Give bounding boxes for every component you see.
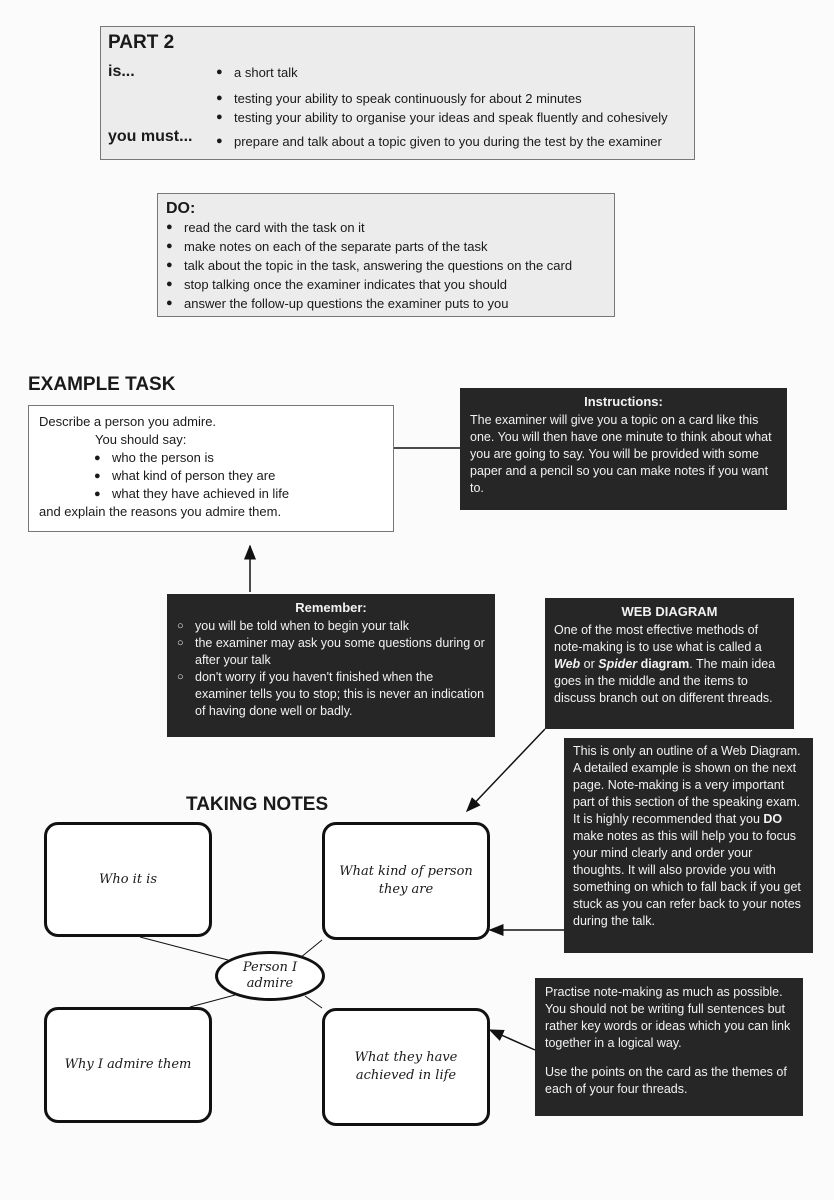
list-item: read the card with the task on it (166, 218, 606, 237)
text-span: One of the most effective methods of not… (554, 623, 762, 654)
do-title: DO: (166, 200, 196, 217)
list-item: talk about the topic in the task, answer… (166, 256, 606, 275)
outline-box: This is only an outline of a Web Diagram… (564, 738, 813, 953)
task-list: who the person is what kind of person th… (39, 449, 383, 503)
list-item: prepare and talk about a topic given to … (216, 133, 686, 150)
part2-title: PART 2 (108, 32, 175, 53)
text-span: . The main idea goes in the middle and t… (554, 657, 776, 705)
do-list: read the card with the task on it make n… (166, 218, 606, 313)
outline-text: This is only an outline of a Web Diagram… (573, 743, 804, 930)
node-why-admire: Why I admire them (44, 1007, 212, 1123)
example-task-title: EXAMPLE TASK (28, 374, 176, 395)
list-item: testing your ability to speak continuous… (216, 90, 686, 107)
remember-list: you will be told when to begin your talk… (177, 618, 485, 720)
list-item: what kind of person they are (94, 467, 383, 485)
list-item: make notes on each of the separate parts… (166, 237, 606, 256)
list-item: a short talk (216, 64, 686, 81)
taking-notes-title: TAKING NOTES (186, 794, 329, 815)
list-item: who the person is (94, 449, 383, 467)
remember-box: Remember: you will be told when to begin… (167, 594, 495, 737)
text-span: Web (554, 657, 581, 671)
practise-box: Practise note-making as much as possible… (535, 978, 803, 1116)
center-node-person: Person I admire (215, 951, 325, 1001)
list-item: don't worry if you haven't finished when… (177, 669, 485, 720)
node-who-it-is: Who it is (44, 822, 212, 937)
part2-box: PART 2 is... a short talk testing your a… (100, 26, 695, 160)
arrow-practise-to-node (488, 1029, 536, 1051)
list-item: answer the follow-up questions the exami… (166, 294, 606, 313)
node-what-kind: What kind of person they are (322, 822, 490, 940)
list-item: what they have achieved in life (94, 485, 383, 503)
thread-tl (139, 936, 229, 961)
do-box: DO: read the card with the task on it ma… (157, 193, 615, 317)
web-diagram-text: One of the most effective methods of not… (554, 622, 785, 707)
thread-br (304, 995, 323, 1009)
text-span: Spider (598, 657, 638, 671)
list-item: the examiner may ask you some questions … (177, 635, 485, 669)
instructions-text: The examiner will give you a topic on a … (470, 413, 772, 495)
web-diagram-box: WEB DIAGRAM One of the most effective me… (545, 598, 794, 729)
part2-is-label: is... (108, 63, 135, 80)
thread-bl (189, 994, 236, 1008)
instructions-box: Instructions: The examiner will give you… (460, 388, 787, 510)
node-achieved: What they have achieved in life (322, 1008, 490, 1126)
practise-p2: Use the points on the card as the themes… (545, 1065, 787, 1096)
task-should-say: You should say: (95, 432, 187, 447)
thread-tr (299, 939, 323, 959)
text-span: This is only an outline of a Web Diagram… (573, 744, 801, 826)
task-closing: and explain the reasons you admire them. (39, 504, 282, 519)
text-span: make notes as this will help you to focu… (573, 829, 801, 928)
list-item: testing your ability to organise your id… (216, 109, 686, 126)
text-span: or (580, 657, 599, 671)
text-span: diagram (637, 657, 690, 671)
part2-must-list: prepare and talk about a topic given to … (216, 133, 686, 150)
remember-title: Remember: (295, 600, 367, 615)
part2-must-label: you must... (108, 128, 193, 145)
list-item: stop talking once the examiner indicates… (166, 275, 606, 294)
text-span: DO (763, 812, 783, 826)
arrow-web-to-node (465, 728, 546, 813)
list-item: you will be told when to begin your talk (177, 618, 485, 635)
task-intro: Describe a person you admire. (39, 414, 217, 429)
part2-is-list: a short talk testing your ability to spe… (216, 64, 686, 126)
web-diagram-title: WEB DIAGRAM (621, 604, 718, 619)
instructions-title: Instructions: (584, 394, 663, 409)
practise-p1: Practise note-making as much as possible… (545, 985, 791, 1050)
task-card: Describe a person you admire. You should… (28, 405, 394, 532)
